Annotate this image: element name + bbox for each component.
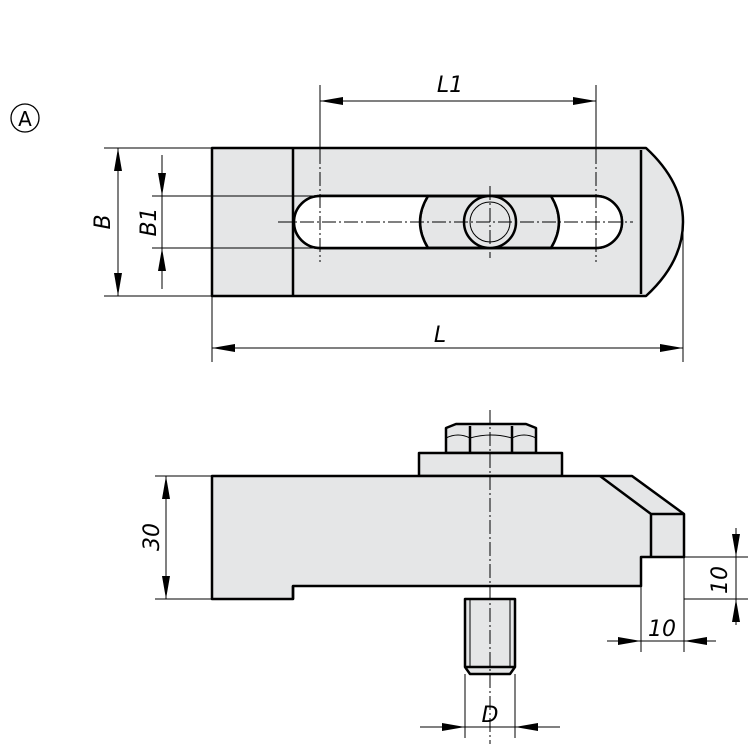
dimension-l: L [211,222,684,362]
threaded-stud [463,597,517,676]
dimension-thread-dia-label: D [482,703,499,728]
dimension-step-height-label: 10 [708,566,733,594]
nose-bevel [599,474,684,557]
view-marker: A [10,103,40,133]
dimension-l1-label: L1 [437,73,463,98]
dimension-thread-dia: D [420,674,560,738]
view-marker-label: A [18,107,32,131]
dimension-step-height: 10 [684,528,748,625]
clamp-body-side [210,474,686,601]
dimension-height-label: 30 [140,523,165,551]
dimension-height: 30 [140,475,212,600]
dimension-step-width-label: 10 [648,617,676,642]
dimension-b-label: B [91,214,116,229]
dimension-b1-label: B1 [137,207,162,236]
dimension-b: B [91,147,212,297]
hex-nut [444,422,538,455]
dimension-l-label: L [434,323,446,348]
dimension-b1: B1 [137,155,320,289]
side-view: 30 10 10 D [140,410,748,744]
top-view: A L1 [10,73,685,362]
dimension-step-width: 10 [607,557,716,652]
dimension-l1: L1 [319,73,597,150]
